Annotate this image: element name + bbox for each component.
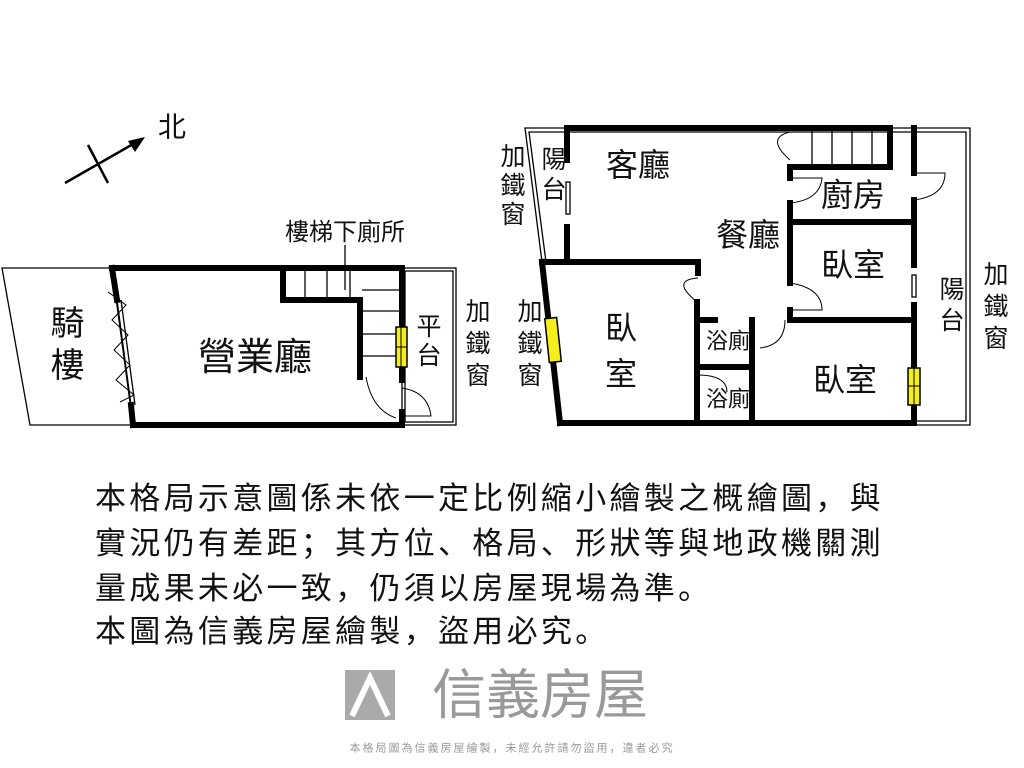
folding-door-icon <box>107 291 135 403</box>
dining-room-label: 餐廳 <box>716 216 780 254</box>
kitchen-label: 廚房 <box>821 176 885 214</box>
slanted-iron-window-label: 加鐵窗 <box>514 298 543 394</box>
north-label: 北 <box>158 111 186 144</box>
upper-floor-plan: 客廳 餐廳 廚房 臥室 臥室 浴廁 浴廁 <box>524 125 971 427</box>
disclaimer-line-2: 實況仍有差距；其方位、格局、形狀等與地政機關測 <box>95 526 884 562</box>
bathroom-1-label: 浴廁 <box>706 330 750 355</box>
disclaimer-line-1: 本格局示意圖係未依一定比例縮小繪製之概繪圖，與 <box>95 481 884 517</box>
window-icon <box>543 316 921 406</box>
door-icon <box>365 376 397 419</box>
watermark-notice: 本格局圖為信義房屋繪製，未經允許請勿盜用，違者必究 <box>350 741 675 755</box>
bedroom-1-label: 臥室 <box>821 246 885 284</box>
disclaimer-line-3: 量成果未必一致，仍須以房屋現場為準。 <box>95 571 713 607</box>
toilet-under-stairs-label: 樓梯下廁所 <box>285 218 405 246</box>
stairs-icon <box>304 268 400 357</box>
living-room-label: 客廳 <box>606 146 670 184</box>
door-icon <box>401 387 432 417</box>
business-hall-label: 營業廳 <box>198 335 312 379</box>
balcony-right-label: 陽台 <box>936 276 965 338</box>
ground-iron-window-label: 加鐵窗 <box>462 298 491 394</box>
ground-floor-plan: 營業廳 樓梯下廁所 <box>1 218 457 429</box>
balcony-left-label: 陽台 <box>538 146 567 206</box>
disclaimer-line-4: 本圖為信義房屋繪製，盜用必究。 <box>95 614 610 650</box>
bedroom-3-label: 臥室 <box>813 361 877 399</box>
upper-iron-window-right-label: 加鐵窗 <box>980 261 1009 357</box>
upper-iron-window-left-label: 加鐵窗 <box>497 143 526 230</box>
arcade-label: 騎樓 <box>44 305 84 389</box>
stairs-icon <box>811 130 873 165</box>
watermark-brand: 信義房屋 <box>432 664 648 727</box>
door-icon <box>683 131 946 393</box>
bathroom-2-label: 浴廁 <box>706 388 750 413</box>
platform-label: 平台 <box>413 313 442 371</box>
bedroom-2-label: 臥室 <box>600 311 638 403</box>
watermark: 信義房屋 本格局圖為信義房屋繪製，未經允許請勿盜用，違者必究 <box>345 664 675 755</box>
north-arrow-icon: 北 <box>64 111 186 185</box>
